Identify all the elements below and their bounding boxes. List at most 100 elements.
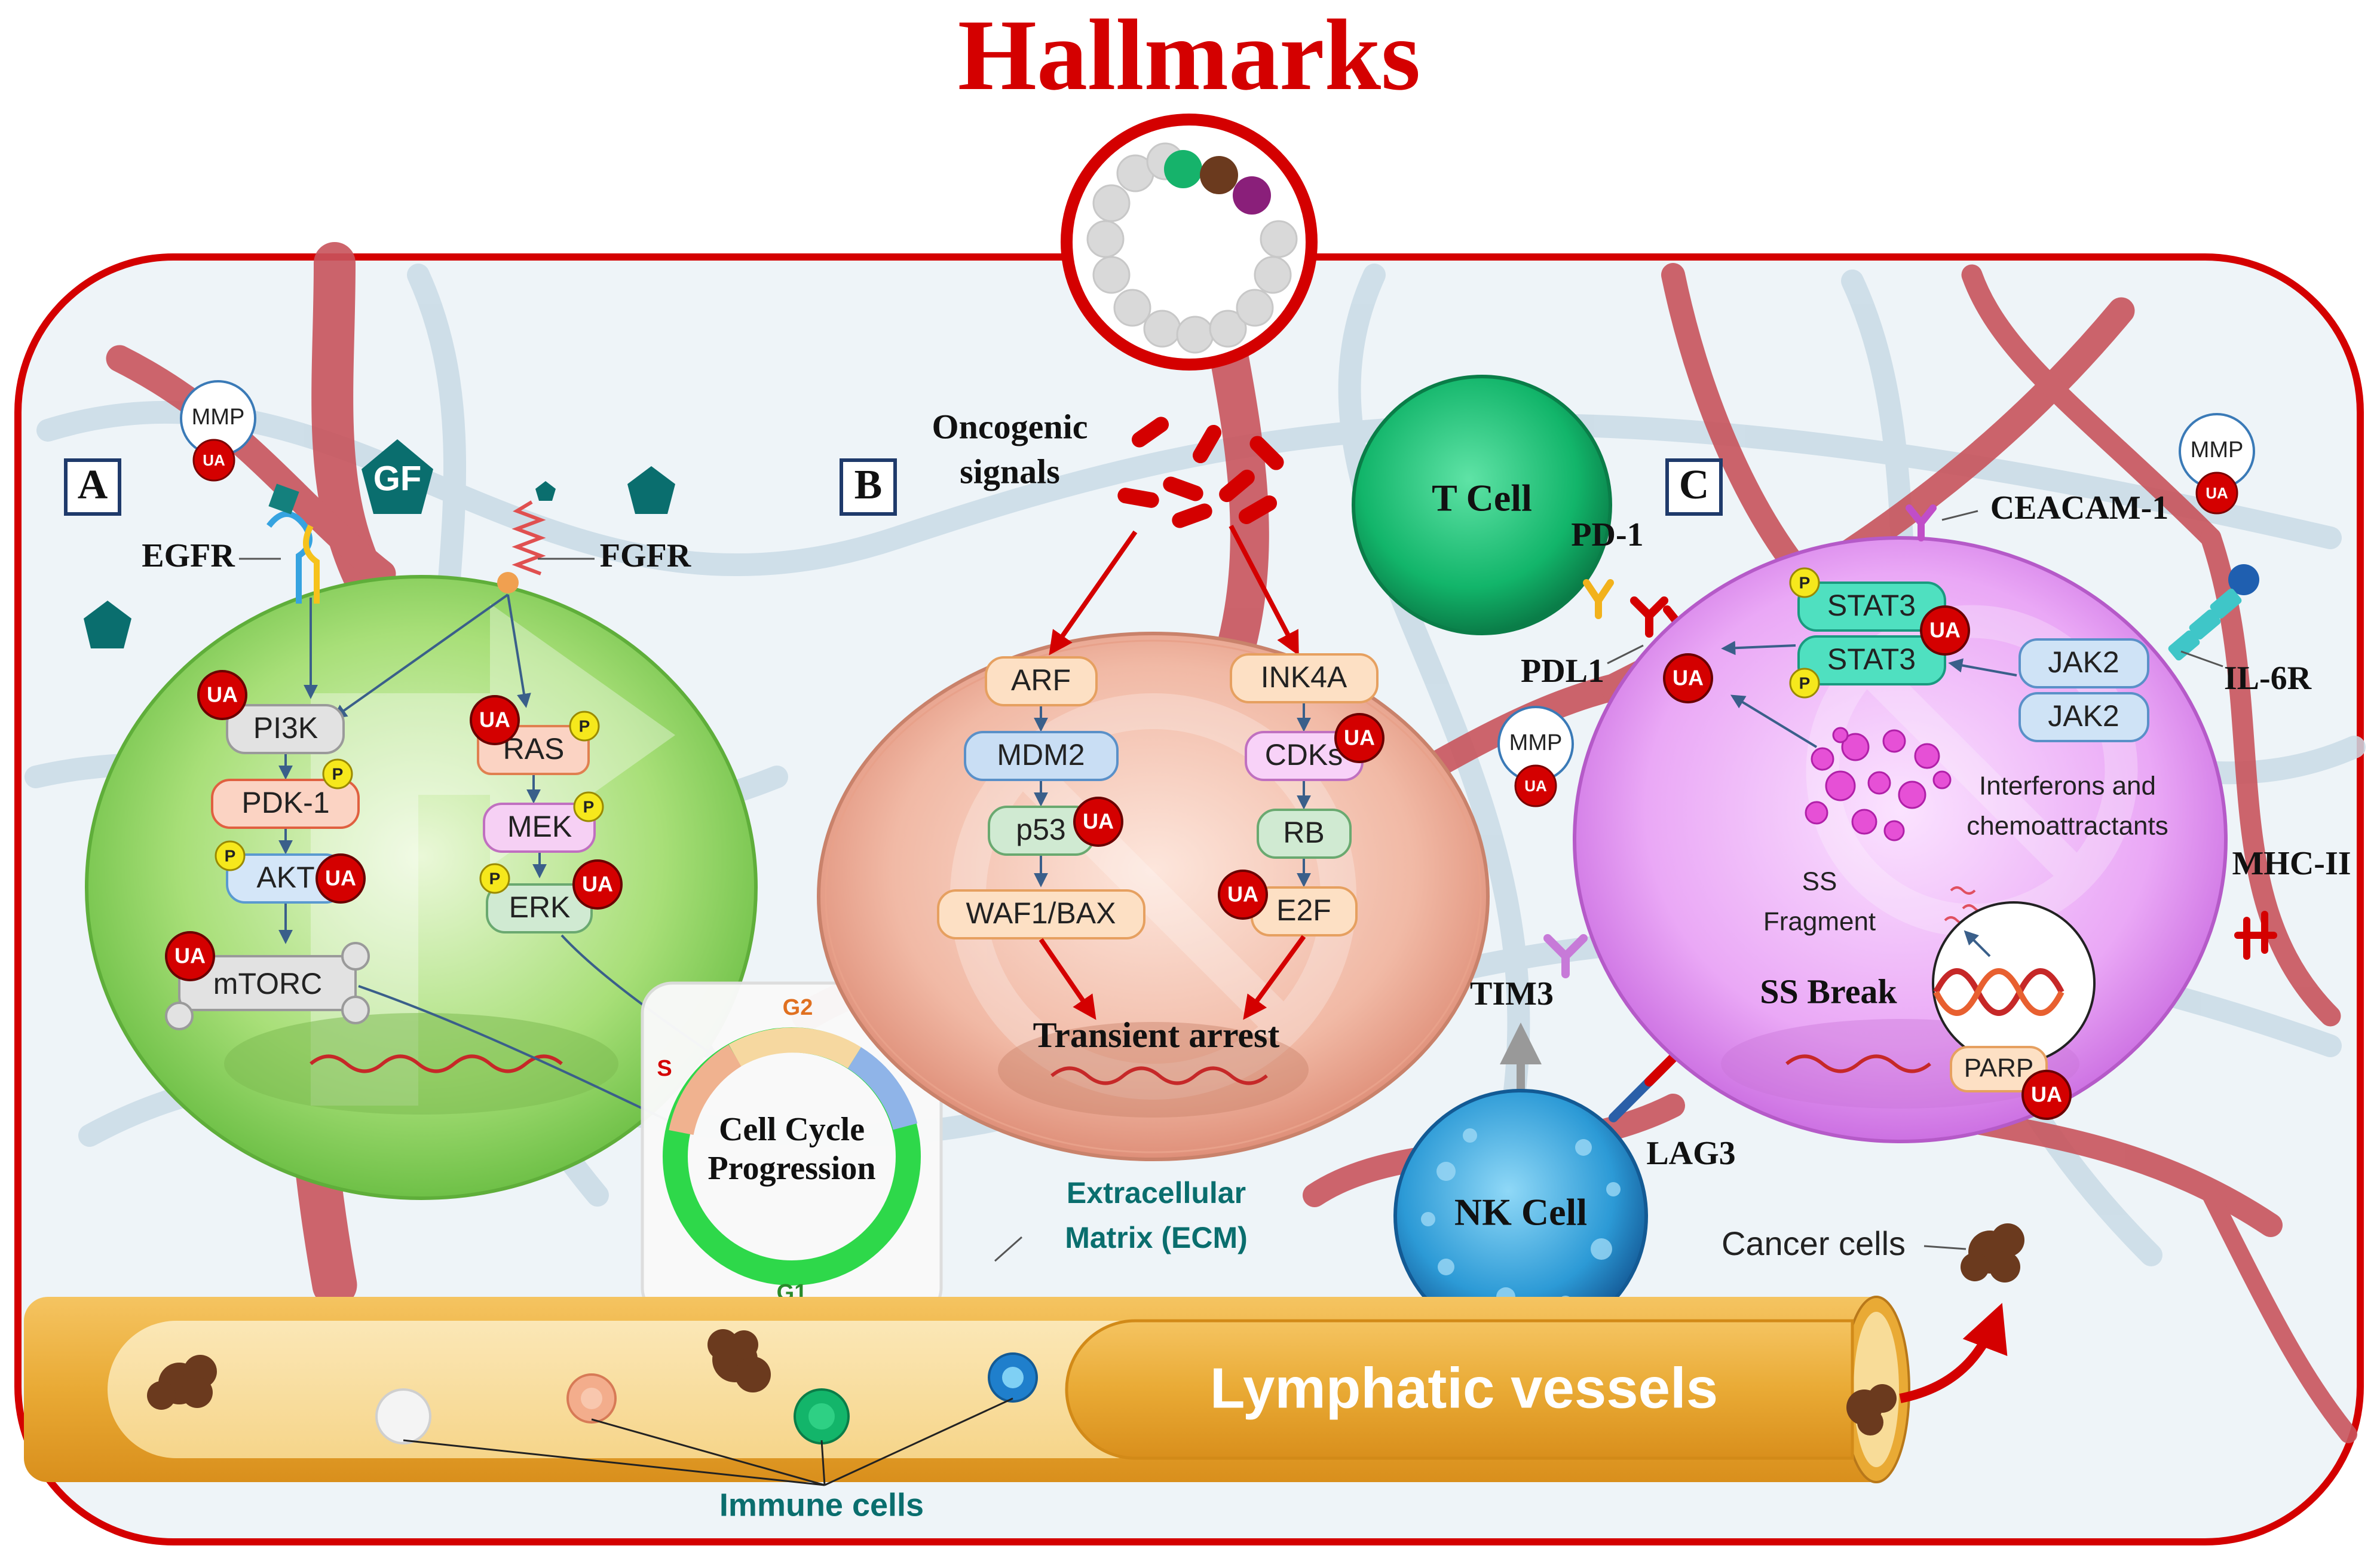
jak2-label-1: JAK2 <box>2048 645 2119 679</box>
svg-text:UA: UA <box>582 872 613 896</box>
egfr-receptor-icon <box>267 483 320 604</box>
il6r-receptor-icon <box>2168 564 2259 661</box>
mmp-middle: MMP UA <box>1497 706 1574 807</box>
svg-text:P: P <box>489 869 501 887</box>
phase-g2-label: G2 <box>783 995 813 1020</box>
cell-cycle-title-1: Cell Cycle <box>719 1111 865 1148</box>
ecm-label-1: Extracellular <box>1067 1176 1246 1210</box>
ua-badge-erk: UA <box>572 859 623 910</box>
ligand-icon <box>627 466 675 514</box>
svg-text:UA: UA <box>1227 882 1258 907</box>
panel-c-label: C <box>1679 462 1710 508</box>
lymphatic-vessel: Lymphatic vessels <box>24 1296 1910 1486</box>
nk-cell-label: NK Cell <box>1454 1191 1587 1234</box>
svg-text:P: P <box>225 846 236 865</box>
svg-text:UA: UA <box>1083 809 1114 834</box>
svg-text:P: P <box>1799 674 1811 692</box>
cancer-cell-icon <box>1846 1384 1897 1435</box>
p-badge-stat3-1: P <box>1789 567 1820 598</box>
dna-helix-icon <box>1933 968 2064 1016</box>
p-badge-ras: P <box>569 711 600 742</box>
ceacam-label: CEACAM-1 <box>1990 489 2169 527</box>
rb-label: RB <box>1283 816 1324 849</box>
phase-s-label: S <box>657 1056 672 1081</box>
svg-text:UA: UA <box>1673 666 1704 690</box>
mtorc-label: mTORC <box>213 967 322 1000</box>
ceacam-receptor-icon <box>1906 504 1937 541</box>
ss-fragment-label-1: SS <box>1802 867 1837 896</box>
e2f-label: E2F <box>1276 893 1331 927</box>
panel-c: C CEACAM-1 MMP UA IL-6R STAT3 STAT3 P P … <box>1573 413 2351 1143</box>
metastasis-arrow <box>1899 1303 2008 1403</box>
transient-arrest-label: Transient arrest <box>1033 1015 1280 1055</box>
cdks-label: CDKs <box>1265 738 1343 772</box>
ink4a-label: INK4A <box>1261 660 1347 694</box>
p-badge-akt: P <box>215 840 246 871</box>
ua-badge-ras: UA <box>470 695 520 745</box>
mek-label: MEK <box>507 810 572 843</box>
cancer-cell-icon <box>1961 1223 2024 1283</box>
oncogenic-label-1: Oncogenic <box>932 407 1088 446</box>
mdm2-label: MDM2 <box>997 738 1085 772</box>
ua-badge-pdl1: UA <box>1663 653 1713 703</box>
ua-badge-stat3: UA <box>1920 605 1970 656</box>
p-badge-mek: P <box>573 791 604 822</box>
akt-label: AKT <box>256 861 314 894</box>
ua-badge-parp: UA <box>2021 1070 2072 1120</box>
immune-cells-label: Immune cells <box>719 1487 924 1523</box>
svg-text:P: P <box>1799 573 1811 592</box>
ecm-label-2: Matrix (ECM) <box>1065 1221 1248 1254</box>
nucleus-a <box>224 1013 618 1115</box>
ua-badge-mmp-3: UA <box>2206 484 2228 502</box>
lymphatic-label: Lymphatic vessels <box>1210 1356 1718 1420</box>
svg-text:UA: UA <box>1929 618 1961 642</box>
pdk1-label: PDK-1 <box>241 786 329 819</box>
p53-label: p53 <box>1016 813 1065 846</box>
egfr-label: EGFR <box>142 537 235 574</box>
ua-badge-mmp-1: UA <box>203 451 225 469</box>
svg-text:UA: UA <box>1344 726 1375 750</box>
pd1-label: PD-1 <box>1571 516 1643 553</box>
cell-cycle-title-2: Progression <box>707 1150 875 1187</box>
t-cell-label: T Cell <box>1432 477 1532 519</box>
nk-cell: NK Cell <box>1393 1089 1648 1343</box>
gf-label: GF <box>373 459 422 498</box>
ligand-icon <box>535 481 556 501</box>
fgfr-receptor-icon <box>497 500 546 593</box>
ua-badge-p53: UA <box>1073 797 1123 847</box>
p-badge-pdk1: P <box>322 758 353 789</box>
p-badge-stat3-2: P <box>1789 668 1820 699</box>
panel-b-label: B <box>854 462 883 508</box>
cancer-cell-icon <box>147 1355 217 1410</box>
tim3-receptor-icon <box>1543 934 1588 978</box>
oncogenic-signal-icons <box>1117 417 1284 528</box>
interferons-label-1: Interferons and <box>1979 772 2156 801</box>
hallmarks-wheel <box>1061 114 1318 371</box>
ua-badge-cdks: UA <box>1334 713 1384 763</box>
pd1-receptor-icon <box>1583 579 1614 619</box>
parp-label: PARP <box>1964 1054 2034 1083</box>
immune-cell-salmon <box>566 1373 617 1424</box>
erk-label: ERK <box>509 890 571 924</box>
immune-cell-green <box>794 1388 850 1444</box>
mhc-label: MHC-II <box>2232 845 2351 882</box>
svg-text:P: P <box>579 717 590 735</box>
svg-text:P: P <box>583 797 595 816</box>
cancer-cell-icon <box>707 1329 771 1392</box>
waf1-label: WAF1/BAX <box>966 896 1116 930</box>
svg-text:UA: UA <box>207 682 238 707</box>
panel-a: A MMP UA GF EGFR FGFR <box>64 380 758 1200</box>
ua-badge-mmp-2: UA <box>1524 777 1547 795</box>
svg-text:UA: UA <box>325 866 356 890</box>
arf-label: ARF <box>1011 663 1071 697</box>
t-cell: T Cell <box>1352 375 1612 635</box>
cell-cycle-panel: Cell Cycle Progression G2 M S G1 <box>641 981 943 1320</box>
mhc-receptor-icon <box>2234 911 2277 960</box>
svg-text:UA: UA <box>174 944 206 968</box>
figure-title: Hallmarks <box>958 0 1420 111</box>
pi3k-label: PI3K <box>253 711 318 745</box>
mmp-label-3: MMP <box>2191 437 2244 463</box>
mmp-label-1: MMP <box>192 405 245 430</box>
stat3-label-2: STAT3 <box>1827 642 1916 676</box>
